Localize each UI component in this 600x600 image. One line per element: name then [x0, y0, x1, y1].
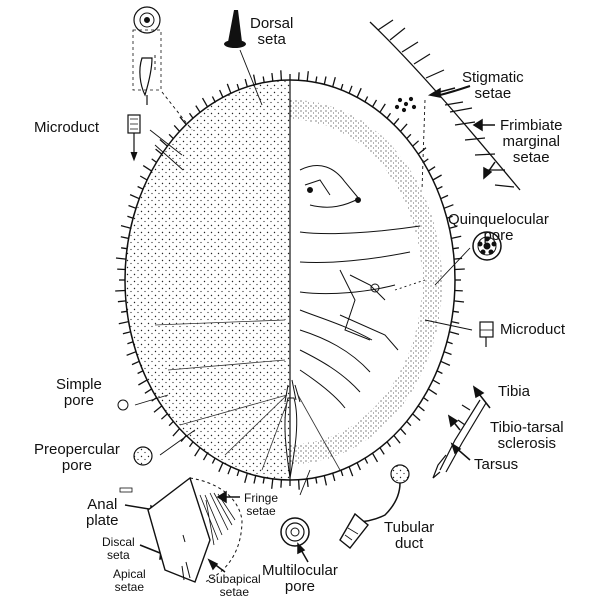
fringe-setae-label: Fringe setae	[244, 491, 279, 518]
anal-plate-icon	[119, 476, 243, 583]
tubular-duct-label: Tubular duct	[384, 519, 435, 552]
microduct-top-icon	[132, 6, 162, 105]
preopercular-pore-label: Preopercular pore	[34, 441, 120, 474]
multilocular-pore-label: Multilocular pore	[262, 562, 338, 595]
tibia-label: Tibia	[498, 383, 530, 400]
tarsus-label: Tarsus	[474, 456, 519, 473]
apical-setae-label: Apical setae	[113, 567, 146, 594]
cuticle-detail	[369, 19, 521, 191]
microduct-icon	[127, 114, 141, 162]
leader-lines	[134, 49, 473, 496]
preopercular-pore-icon	[133, 446, 153, 466]
simple-pore-label: Simple pore	[56, 376, 102, 409]
dorsal-seta-icon	[224, 10, 246, 48]
dorsal-seta-label: Dorsal seta	[250, 15, 294, 48]
section-lines	[154, 319, 341, 471]
microduct-right-icon	[479, 321, 494, 347]
body-outline	[124, 79, 456, 481]
anal-plate-label: Anal plate	[86, 496, 119, 529]
discal-seta-label: Discal seta	[102, 535, 135, 562]
tibio-tarsal-sclerosis-label: Tibio-tarsal sclerosis	[490, 419, 564, 452]
subapical-setae-label: Subapical setae	[208, 572, 261, 599]
tubular-duct-icon	[339, 464, 410, 549]
marginal-setae	[115, 70, 465, 490]
quinquelocular-pore-label: Quinquelocular pore	[448, 211, 549, 244]
quinquelocular-pore-icon	[472, 231, 502, 261]
ventral-structures	[284, 165, 421, 479]
microduct-right-label: Microduct	[500, 321, 566, 338]
microduct-left-label: Microduct	[34, 119, 100, 136]
frimbiate-marginal-setae-label: Frimbiate marginal setae	[500, 117, 563, 166]
multilocular-pore-icon	[280, 517, 310, 547]
simple-pore-icon	[117, 399, 129, 411]
stigmatic-setae-label: Stigmatic setae	[462, 69, 524, 102]
leg-icon	[432, 399, 487, 479]
